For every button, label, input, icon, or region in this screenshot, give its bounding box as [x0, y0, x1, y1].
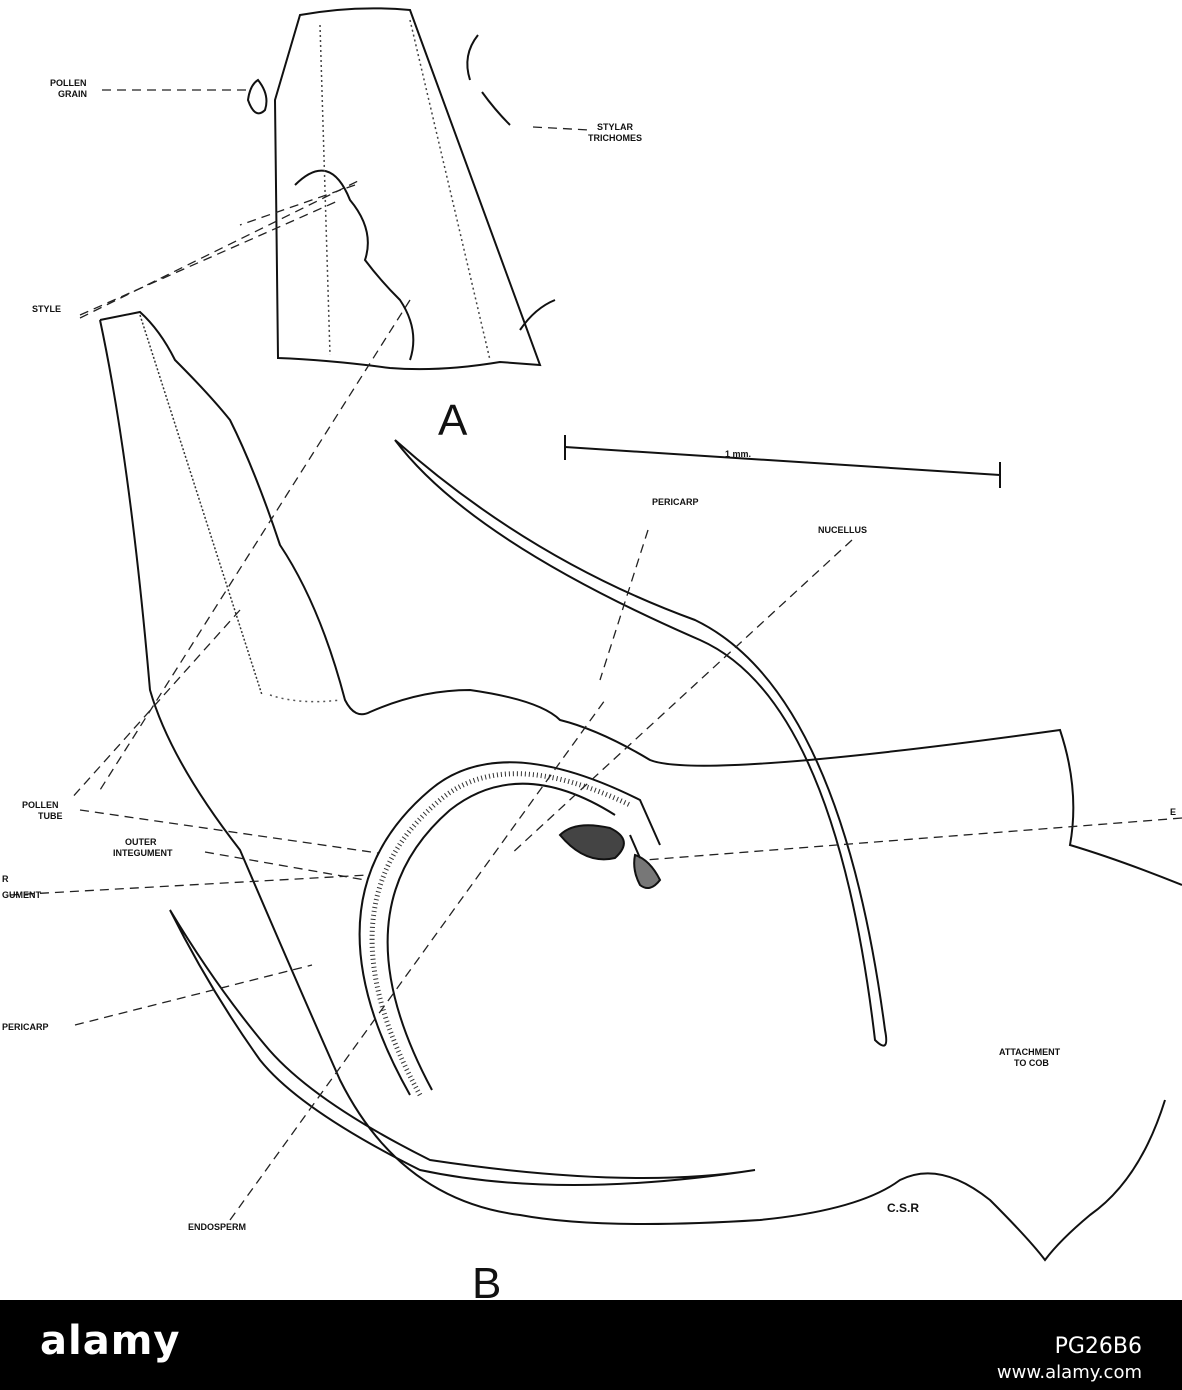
label-pollen-tube-1: POLLEN — [22, 800, 59, 810]
panel-a-label: A — [438, 396, 468, 445]
botanical-diagram: POLLEN GRAIN STYLAR TRICHOMES STYLE A 1 … — [2, 7, 1182, 1300]
label-edge: E — [1170, 807, 1176, 817]
label-pericarp-left: PERICARP — [2, 1022, 49, 1032]
label-pollen-tube-2: TUBE — [38, 811, 63, 821]
panel-a-style-section — [246, 7, 556, 371]
label-pollen-grain-2: GRAIN — [58, 89, 87, 99]
panel-b-label: B — [472, 1259, 501, 1300]
image-id: PG26B6 — [1054, 1334, 1142, 1359]
scale-bar — [564, 435, 1001, 488]
label-attachment-1: ATTACHMENT — [999, 1047, 1061, 1057]
label-pollen-grain-1: POLLEN — [50, 78, 87, 88]
diagram-svg: POLLEN GRAIN STYLAR TRICHOMES STYLE A 1 … — [2, 7, 1182, 1300]
label-stylar-trichomes-1: STYLAR — [597, 122, 634, 132]
brand-logo: alamy — [40, 1318, 181, 1364]
label-outer-integument-2: INTEGUMENT — [113, 848, 173, 858]
label-stylar-trichomes-2: TRICHOMES — [588, 133, 642, 143]
label-pericarp-top: PERICARP — [652, 497, 699, 507]
scale-bar-label: 1 mm. — [725, 449, 751, 459]
label-endosperm: ENDOSPERM — [188, 1222, 246, 1232]
label-inner-integument-2: GUMENT — [2, 890, 41, 900]
label-nucellus: NUCELLUS — [818, 525, 867, 535]
label-outer-integument-1: OUTER — [125, 837, 157, 847]
watermark-footer: alamy PG26B6 www.alamy.com — [0, 1300, 1182, 1390]
brand-url: www.alamy.com — [996, 1362, 1142, 1383]
label-inner-integument-1: R — [2, 874, 9, 884]
label-style: STYLE — [32, 304, 61, 314]
label-csr: C.S.R — [887, 1201, 919, 1215]
panel-b-kernel — [99, 310, 1182, 1262]
label-attachment-2: TO COB — [1014, 1058, 1049, 1068]
leader-lines — [9, 89, 1182, 1221]
